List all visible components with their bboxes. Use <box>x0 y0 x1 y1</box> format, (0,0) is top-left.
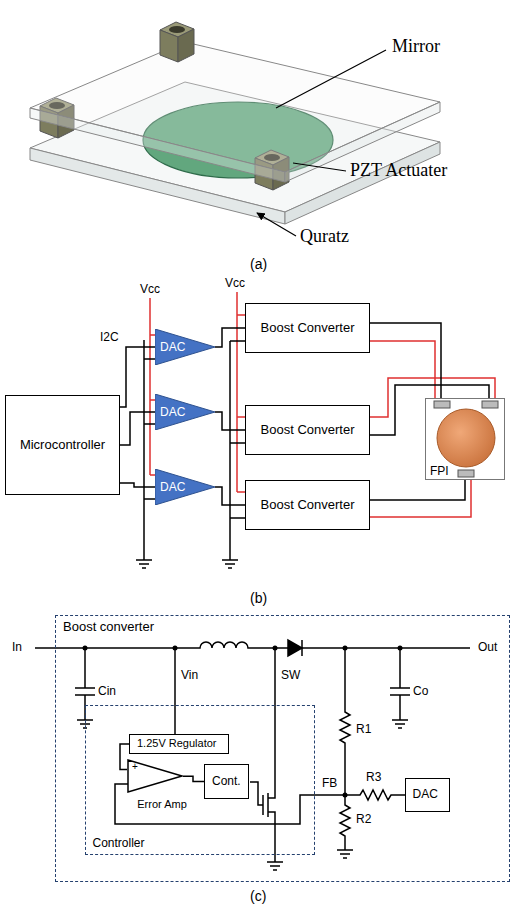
node-label: DAC <box>412 787 439 801</box>
wire <box>120 412 155 445</box>
fpi-device: FPI <box>425 398 505 480</box>
node-label: Microcontroller <box>20 437 105 453</box>
node-label: Boost converter <box>62 619 155 635</box>
wire <box>215 412 245 430</box>
terminal-name: In <box>12 640 22 654</box>
node-label: Boost Converter <box>261 497 355 513</box>
part-label: Quratz <box>300 226 349 248</box>
component-name: R2 <box>356 812 371 826</box>
node-label: Boost Converter <box>261 320 355 336</box>
control-box: Cont. <box>204 764 249 799</box>
ground-symbol <box>267 862 283 870</box>
node-label: 1.25V Regulator <box>136 737 218 750</box>
component-name: R3 <box>366 770 381 784</box>
converter-box: Boost Converter <box>245 303 370 353</box>
converter-box: Boost Converter <box>245 480 370 530</box>
ground-symbol <box>222 560 238 568</box>
converter-box: Boost Converter <box>245 405 370 455</box>
wire <box>370 480 465 500</box>
node-label: DAC <box>160 340 185 354</box>
ground-symbol <box>337 850 353 858</box>
dac-symbol: DAC <box>155 394 215 430</box>
regulator-box: 1.25V Regulator <box>129 734 229 754</box>
ground-symbol <box>392 720 408 728</box>
node-label: Error Amp <box>133 798 191 811</box>
wire <box>183 776 204 781</box>
pin-name: SW <box>281 668 300 682</box>
connectors <box>120 323 489 782</box>
bus-name: I2C <box>100 330 119 344</box>
panel-label: (b) <box>250 590 267 607</box>
component-name: Co <box>413 684 428 698</box>
dac-box: DAC <box>405 778 450 812</box>
component-name: Cin <box>98 684 116 698</box>
controller-box: Microcontroller <box>5 395 120 495</box>
boost-schematic <box>35 640 470 862</box>
node-label: Boost Converter <box>261 422 355 438</box>
dac-symbol: DAC <box>155 329 215 365</box>
converter-boundary: Boost converterController 1.25V Regulator… <box>55 615 510 882</box>
panel-label: (c) <box>250 888 266 905</box>
part-label: PZT Actuater <box>350 160 447 182</box>
wire <box>215 487 245 505</box>
node-label: DAC <box>160 405 185 419</box>
wire <box>120 347 155 407</box>
controller-boundary: Controller 1.25V RegulatorError Amp Cont. <box>85 705 315 855</box>
terminal-name: Out <box>478 640 497 654</box>
node-label: Controller <box>92 836 146 850</box>
wire <box>370 323 441 398</box>
part-label: Mirror <box>392 36 440 58</box>
panel-label: (a) <box>250 256 267 273</box>
supply-name: Vcc <box>225 276 245 290</box>
leader-lines <box>257 50 386 236</box>
dac-symbol: DAC <box>155 469 215 505</box>
pin-name: Vin <box>181 668 198 682</box>
wire <box>120 483 155 487</box>
node-label: DAC <box>160 480 185 494</box>
ground-symbol <box>136 560 152 568</box>
fpi-illustration <box>30 22 440 236</box>
wire <box>215 328 245 347</box>
supply-wires <box>144 292 495 560</box>
node-label: FPI <box>430 464 449 478</box>
input-sign: + <box>132 761 138 773</box>
pin-name: FB <box>322 776 337 790</box>
supply-name: Vcc <box>140 282 160 296</box>
component-name: R1 <box>356 722 371 736</box>
node-label: Cont. <box>211 774 242 788</box>
